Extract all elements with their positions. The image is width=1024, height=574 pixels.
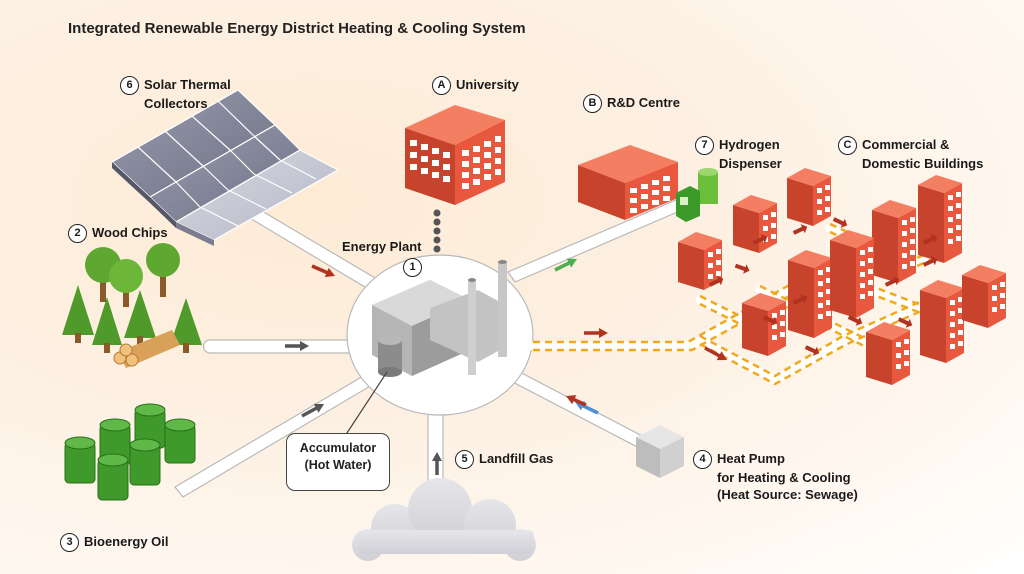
commercial-line1: Commercial & xyxy=(862,137,950,152)
university-connection-dots xyxy=(433,209,441,253)
heat-pump-line3: (Heat Source: Sewage) xyxy=(717,487,858,502)
commercial-building xyxy=(866,322,910,385)
diagram-title: Integrated Renewable Energy District Hea… xyxy=(68,20,526,37)
arrow-solar-flow xyxy=(311,264,335,277)
label-wood-chips: 2 Wood Chips xyxy=(68,224,168,243)
accumulator-callout: Accumulator (Hot Water) xyxy=(286,433,390,491)
network-flow-arrow xyxy=(804,345,820,356)
hydrogen-dispenser xyxy=(676,168,718,222)
solar-thermal-line2: Collectors xyxy=(144,96,208,111)
commercial-building xyxy=(920,280,964,363)
commercial-building xyxy=(872,200,916,283)
label-commercial: C Commercial & Domestic Buildings xyxy=(838,136,983,172)
commercial-building xyxy=(830,230,874,318)
accumulator-leader-line xyxy=(344,371,388,437)
network-flow-arrow xyxy=(734,263,750,274)
hydrogen-line1: Hydrogen xyxy=(719,137,780,152)
commercial-line2: Domestic Buildings xyxy=(862,156,984,171)
rd-centre-building xyxy=(578,145,678,220)
bioenergy-oil-barrels xyxy=(64,403,196,501)
network-flow-arrow xyxy=(708,276,724,287)
energy-plant-building xyxy=(372,260,507,377)
rd-centre-text: R&D Centre xyxy=(607,95,680,110)
bioenergy-oil-text: Bioenergy Oil xyxy=(84,534,169,549)
commercial-building xyxy=(788,250,832,338)
network-flow-arrow xyxy=(884,276,900,287)
road-wood-chips xyxy=(202,339,366,354)
arrow-hydrogen-flow xyxy=(554,258,577,272)
arrow-wood-flow xyxy=(285,341,309,351)
landfill-gas-text: Landfill Gas xyxy=(479,451,554,466)
badge-a: A xyxy=(432,76,451,95)
arrow-district-return xyxy=(704,346,727,361)
heat-pump-line2: for Heating & Cooling xyxy=(717,470,851,485)
badge-c: C xyxy=(838,136,857,155)
commercial-building xyxy=(918,175,962,263)
label-energy-plant-text: Energy Plant xyxy=(342,239,422,254)
badge-3: 3 xyxy=(60,533,79,552)
accumulator-line2: (Hot Water) xyxy=(304,458,372,472)
heat-pump-line1: Heat Pump xyxy=(717,451,785,466)
network-flow-arrow xyxy=(847,315,863,326)
network-flow-arrow xyxy=(832,217,848,228)
commercial-building xyxy=(787,168,831,226)
hydrogen-line2: Dispenser xyxy=(719,156,782,171)
arrow-heatpump-heat xyxy=(566,395,587,407)
accumulator-line1: Accumulator xyxy=(299,441,377,455)
badge-1: 1 xyxy=(403,258,422,277)
label-rd-centre: B R&D Centre xyxy=(583,94,680,113)
university-text: University xyxy=(456,77,519,92)
network-flow-arrow xyxy=(762,315,778,326)
arrow-oil-flow xyxy=(301,403,324,418)
network-flow-arrow xyxy=(752,234,768,245)
wood-chips-forest xyxy=(62,243,202,368)
university-building xyxy=(405,105,505,205)
network-arrows xyxy=(708,217,938,356)
badge-5: 5 xyxy=(455,450,474,469)
road-hydrogen xyxy=(507,199,683,283)
network-flow-arrow xyxy=(792,294,808,305)
label-heat-pump: 4 Heat Pump for Heating & Cooling (Heat S… xyxy=(693,450,858,503)
heat-pump-box xyxy=(636,425,684,478)
landfill-gas-cloud xyxy=(352,478,536,561)
network-flow-arrow xyxy=(922,256,938,267)
road-heat-pump xyxy=(504,367,651,451)
badge-2: 2 xyxy=(68,224,87,243)
flow-arrows xyxy=(285,258,727,475)
solar-thermal-collectors xyxy=(110,89,340,246)
accumulator-tank xyxy=(378,335,402,377)
label-energy-plant-badge: 1 xyxy=(403,258,427,277)
badge-6: 6 xyxy=(120,76,139,95)
network-flow-arrow xyxy=(792,224,808,235)
solar-thermal-line1: Solar Thermal xyxy=(144,77,231,92)
badge-b: B xyxy=(583,94,602,113)
label-hydrogen: 7 Hydrogen Dispenser xyxy=(695,136,782,172)
arrow-district-flow xyxy=(584,328,608,338)
network-flow-arrow xyxy=(897,317,913,328)
wood-chips-text: Wood Chips xyxy=(92,225,168,240)
badge-7: 7 xyxy=(695,136,714,155)
commercial-building xyxy=(962,265,1006,328)
arrow-landfill-flow xyxy=(432,452,442,475)
badge-4: 4 xyxy=(693,450,712,469)
label-solar-thermal: 6 Solar Thermal Collectors xyxy=(120,76,231,112)
commercial-building xyxy=(742,293,786,356)
label-landfill-gas: 5 Landfill Gas xyxy=(455,450,553,469)
label-bioenergy-oil: 3 Bioenergy Oil xyxy=(60,533,169,552)
label-university: A University xyxy=(432,76,519,95)
network-flow-arrow xyxy=(922,234,938,245)
